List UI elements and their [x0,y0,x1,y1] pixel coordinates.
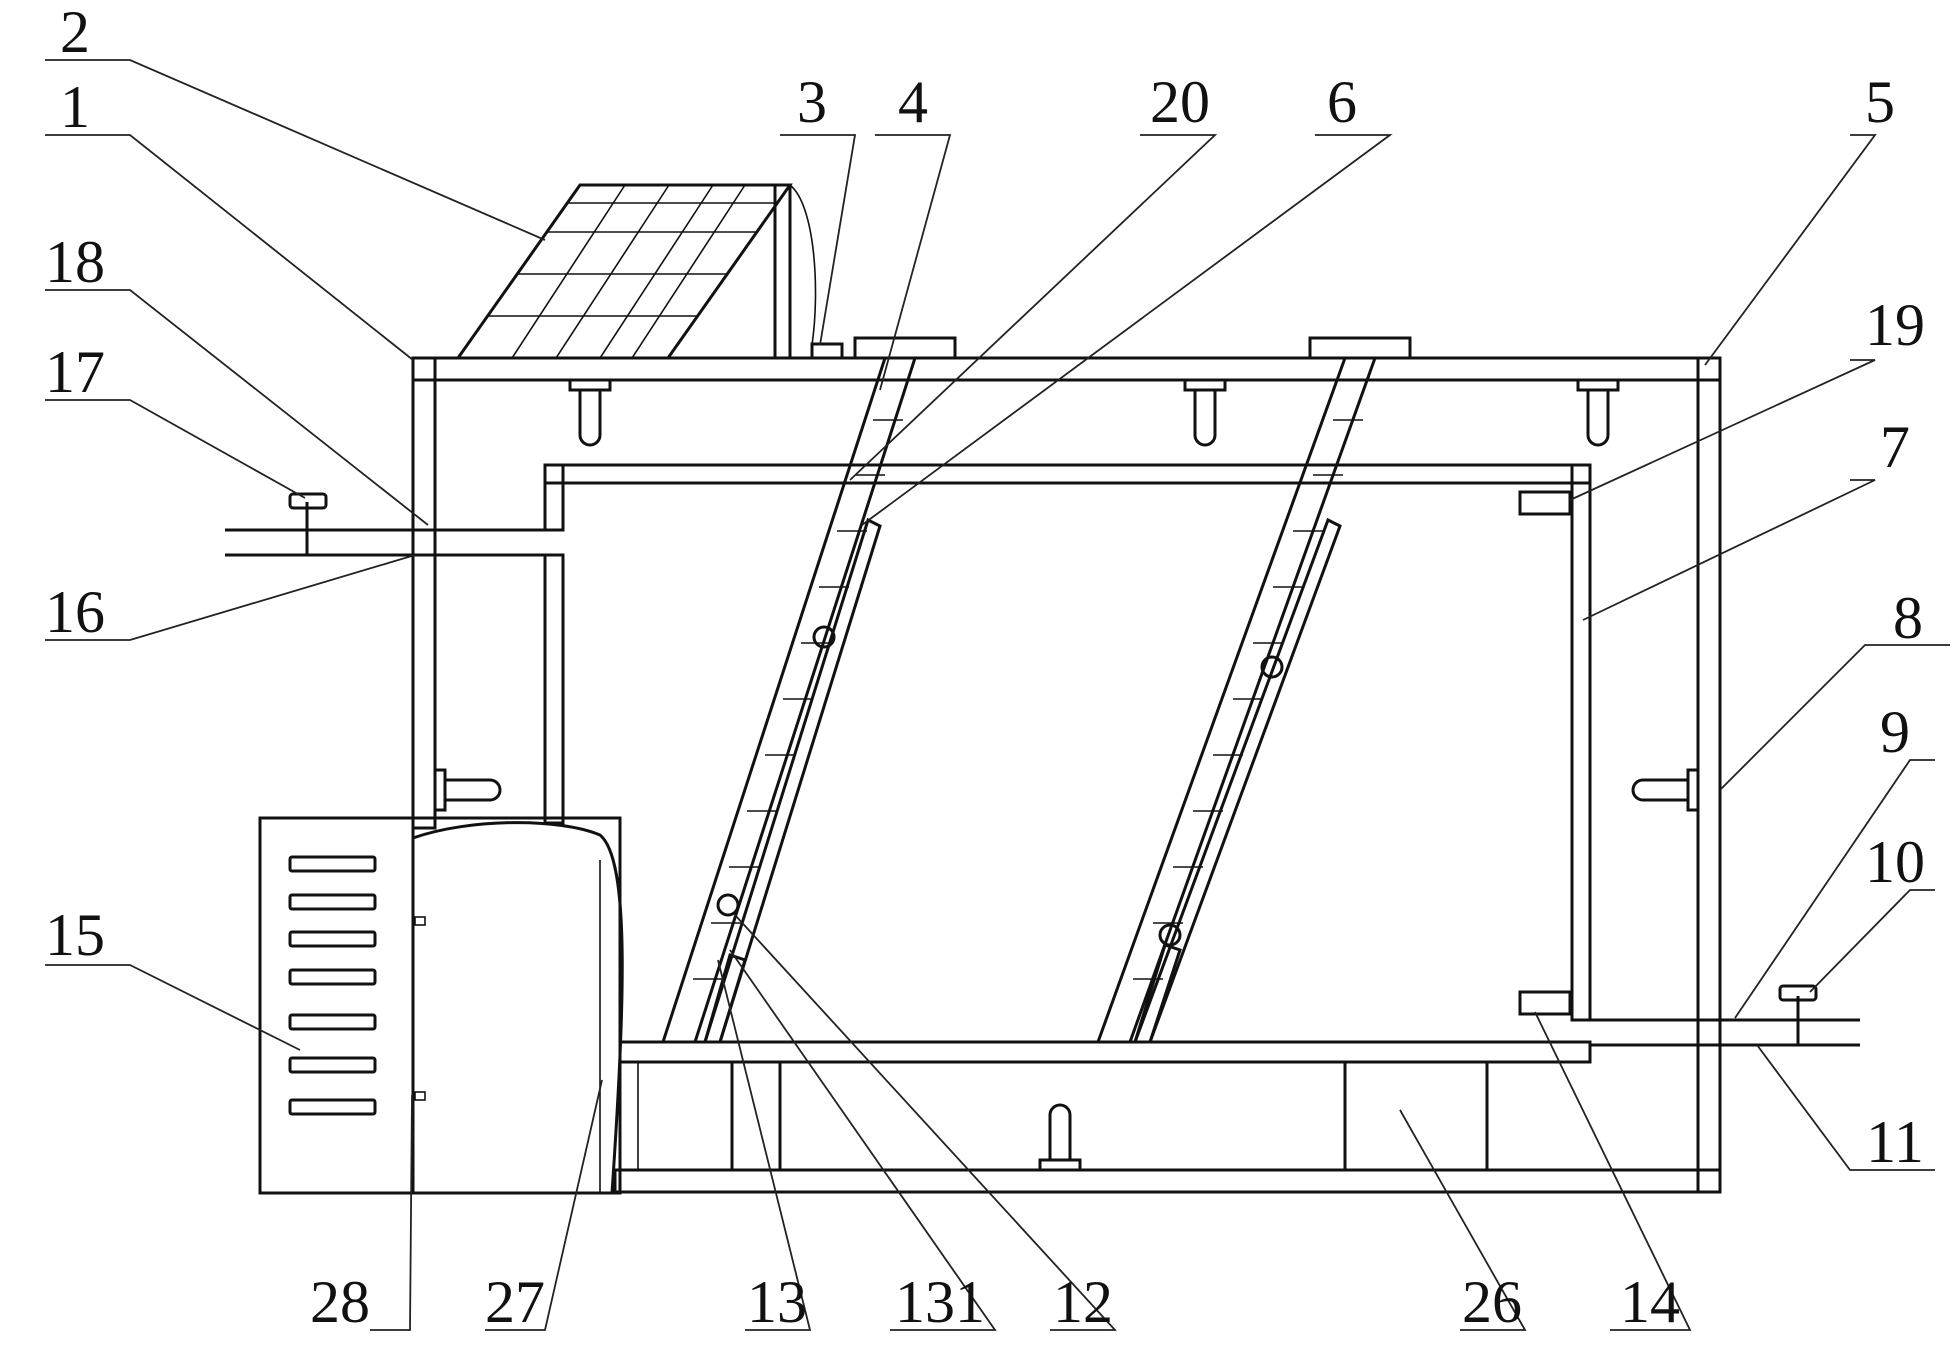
solar-panel [455,183,817,360]
label-27: 27 [485,1269,545,1335]
label-17: 17 [45,339,105,405]
inner-chamber [543,463,1592,1064]
label-8: 8 [1893,585,1923,651]
label-5: 5 [1865,69,1895,135]
lamp-icon [1576,378,1620,447]
label-11: 11 [1866,1109,1924,1175]
sensors [1518,490,1572,1016]
tilted-panel-left [660,356,918,1044]
lamp-icon [433,768,502,812]
outlet-pipe [1590,984,1860,1047]
label-2: 2 [60,0,90,65]
label-131: 131 [895,1269,985,1335]
label-18: 18 [45,229,105,295]
label-9: 9 [1880,699,1910,765]
reference-numerals: 2 1 3 4 20 6 5 18 17 19 7 8 9 10 16 15 1… [45,0,1925,1335]
leader-lines [45,59,1950,1331]
label-6: 6 [1327,69,1357,135]
label-3: 3 [797,69,827,135]
label-19: 19 [1865,292,1925,358]
lamp-icon [1038,1103,1082,1172]
lamp-icons [433,378,1700,1172]
label-14: 14 [1620,1269,1680,1335]
label-1: 1 [60,74,90,140]
label-13: 13 [747,1269,807,1335]
label-10: 10 [1865,829,1925,895]
label-16: 16 [45,579,105,645]
control-box [258,816,624,1195]
label-20: 20 [1150,69,1210,135]
support-blocks [619,1060,1489,1172]
inlet-pipe [225,492,563,557]
lamp-icon [1631,768,1700,812]
lamp-icon [1183,378,1227,447]
label-7: 7 [1880,414,1910,480]
outer-housing [411,356,1722,1194]
label-12: 12 [1053,1269,1113,1335]
lamp-icon [568,378,612,447]
label-15: 15 [45,902,105,968]
label-28: 28 [310,1269,370,1335]
tilted-panel-right [1095,356,1378,1044]
label-4: 4 [898,69,928,135]
label-26: 26 [1462,1269,1522,1335]
